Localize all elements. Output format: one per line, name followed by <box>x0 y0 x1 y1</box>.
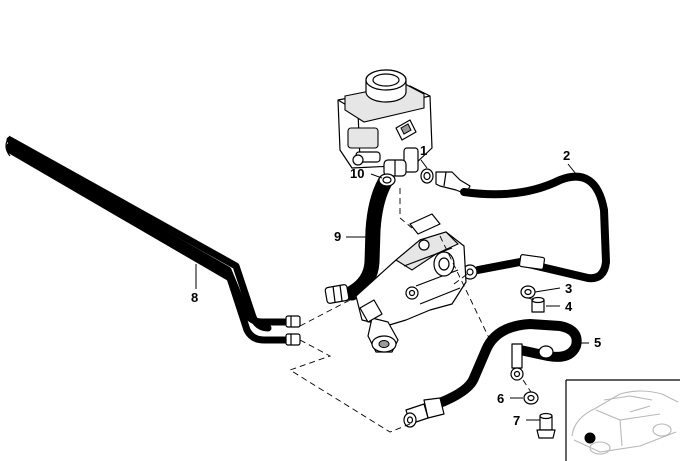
callout-2: 2 <box>563 148 570 163</box>
pump-fasteners <box>520 285 545 313</box>
return-hose <box>403 319 582 428</box>
steering-pump <box>355 213 467 353</box>
suction-hose <box>324 174 393 304</box>
callout-labels: 1 2 3 4 5 6 7 8 9 10 <box>191 143 601 428</box>
callout-9: 9 <box>334 229 341 244</box>
callout-10: 10 <box>350 166 364 181</box>
callout-5: 5 <box>594 335 601 350</box>
car-outline-icon <box>571 390 679 455</box>
leader-lines <box>195 159 589 421</box>
vehicle-location-inset <box>565 379 680 461</box>
reference-lines <box>288 188 536 433</box>
callout-3: 3 <box>565 281 572 296</box>
hose-bracket-fasteners <box>523 391 556 439</box>
reservoir-assembly <box>337 69 433 187</box>
callout-6: 6 <box>497 391 504 406</box>
callout-7: 7 <box>513 413 520 428</box>
pressure-hose-assembly <box>420 168 610 283</box>
callout-1: 1 <box>420 143 427 158</box>
callout-8: 8 <box>191 290 198 305</box>
callout-4: 4 <box>565 299 573 314</box>
cooling-return-line <box>5 135 301 346</box>
location-marker-icon <box>584 432 596 444</box>
